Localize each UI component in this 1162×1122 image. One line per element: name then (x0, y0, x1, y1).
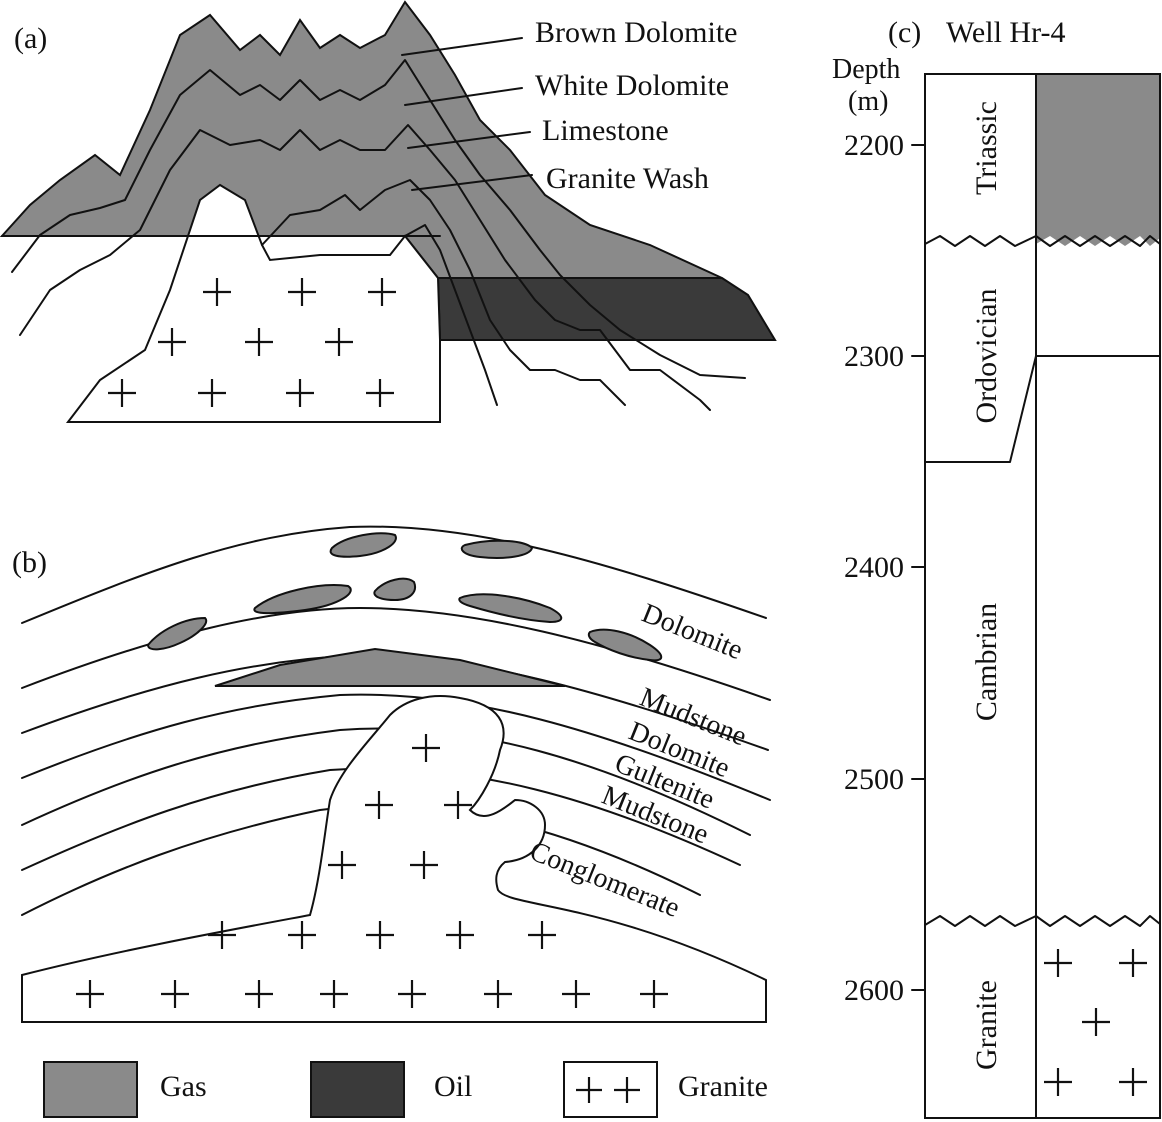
well-title: Well Hr-4 (946, 16, 1065, 49)
panel-a-layer-label-4: Granite Wash (546, 162, 709, 195)
panel-a-layer-label-2: White Dolomite (535, 69, 729, 102)
panel-a-label: (a) (14, 22, 47, 55)
panel-b-gas-lenses (146, 532, 663, 662)
legend-granite-pattern (576, 1077, 640, 1103)
formation-triassic: Triassic (970, 101, 1003, 195)
formation-cambrian: Cambrian (970, 603, 1003, 721)
panel-a: (a) Brown Dolomite White Dolomite Limest… (0, 0, 777, 423)
legend-oil-swatch (310, 1061, 405, 1118)
panel-b-contact-6 (21, 767, 741, 871)
legend-oil-label: Oil (434, 1070, 472, 1103)
panel-b-granite-body (21, 694, 767, 1023)
depth-axis-label-1: Depth (832, 54, 900, 85)
panel-a-contact-4 (404, 224, 498, 406)
ordovician-cambrian-boundary (924, 355, 1161, 463)
panel-b: (b) Dolomite Mudstone Dolomite Gultenite… (12, 525, 771, 1023)
well-granite-pattern (1044, 949, 1147, 1096)
well-gas-interval (1036, 74, 1160, 246)
formation-ordovician: Ordovician (970, 289, 1003, 424)
formation-granite: Granite (970, 980, 1003, 1070)
depth-tick-2200: 2200 (844, 129, 904, 162)
depth-axis-label-2: (m) (848, 86, 888, 117)
depth-ticks: 2200 2300 2400 2500 2600 (844, 129, 926, 1007)
panel-a-granite-pattern (108, 278, 396, 407)
well-column (924, 73, 1161, 1119)
depth-tick-2500: 2500 (844, 763, 904, 796)
panel-a-granite-body (65, 183, 441, 423)
panel-a-contact-2 (19, 124, 711, 411)
panel-a-contact-3 (261, 179, 626, 406)
panel-b-contact-1 (21, 525, 767, 624)
panel-a-contact-1 (11, 59, 746, 379)
legend-granite-label: Granite (678, 1070, 768, 1103)
panel-a-layer-label-1: Brown Dolomite (535, 16, 738, 49)
depth-tick-2600: 2600 (844, 974, 904, 1007)
panel-b-gas-trap (214, 647, 566, 687)
panel-c-label: (c) (888, 16, 921, 49)
unconformity-bottom (924, 915, 1161, 927)
depth-tick-2300: 2300 (844, 340, 904, 373)
legend: Gas Oil Granite (43, 1061, 768, 1118)
panel-b-granite-pattern (76, 734, 668, 1008)
unconformity-top (924, 235, 1161, 247)
panel-b-label: (b) (12, 546, 47, 579)
panel-b-contact-4 (21, 693, 771, 801)
panel-b-contact-5 (21, 727, 751, 836)
panel-a-layer-label-3: Limestone (542, 114, 669, 147)
legend-gas-swatch (43, 1061, 138, 1118)
panel-a-oil-zone (436, 277, 777, 341)
legend-gas-label: Gas (160, 1070, 207, 1103)
panel-a-gas-zone (0, 0, 723, 279)
depth-tick-2400: 2400 (844, 551, 904, 584)
panel-c: (c) Well Hr-4 Depth (m) 2200 2300 2400 2… (832, 16, 1161, 1119)
